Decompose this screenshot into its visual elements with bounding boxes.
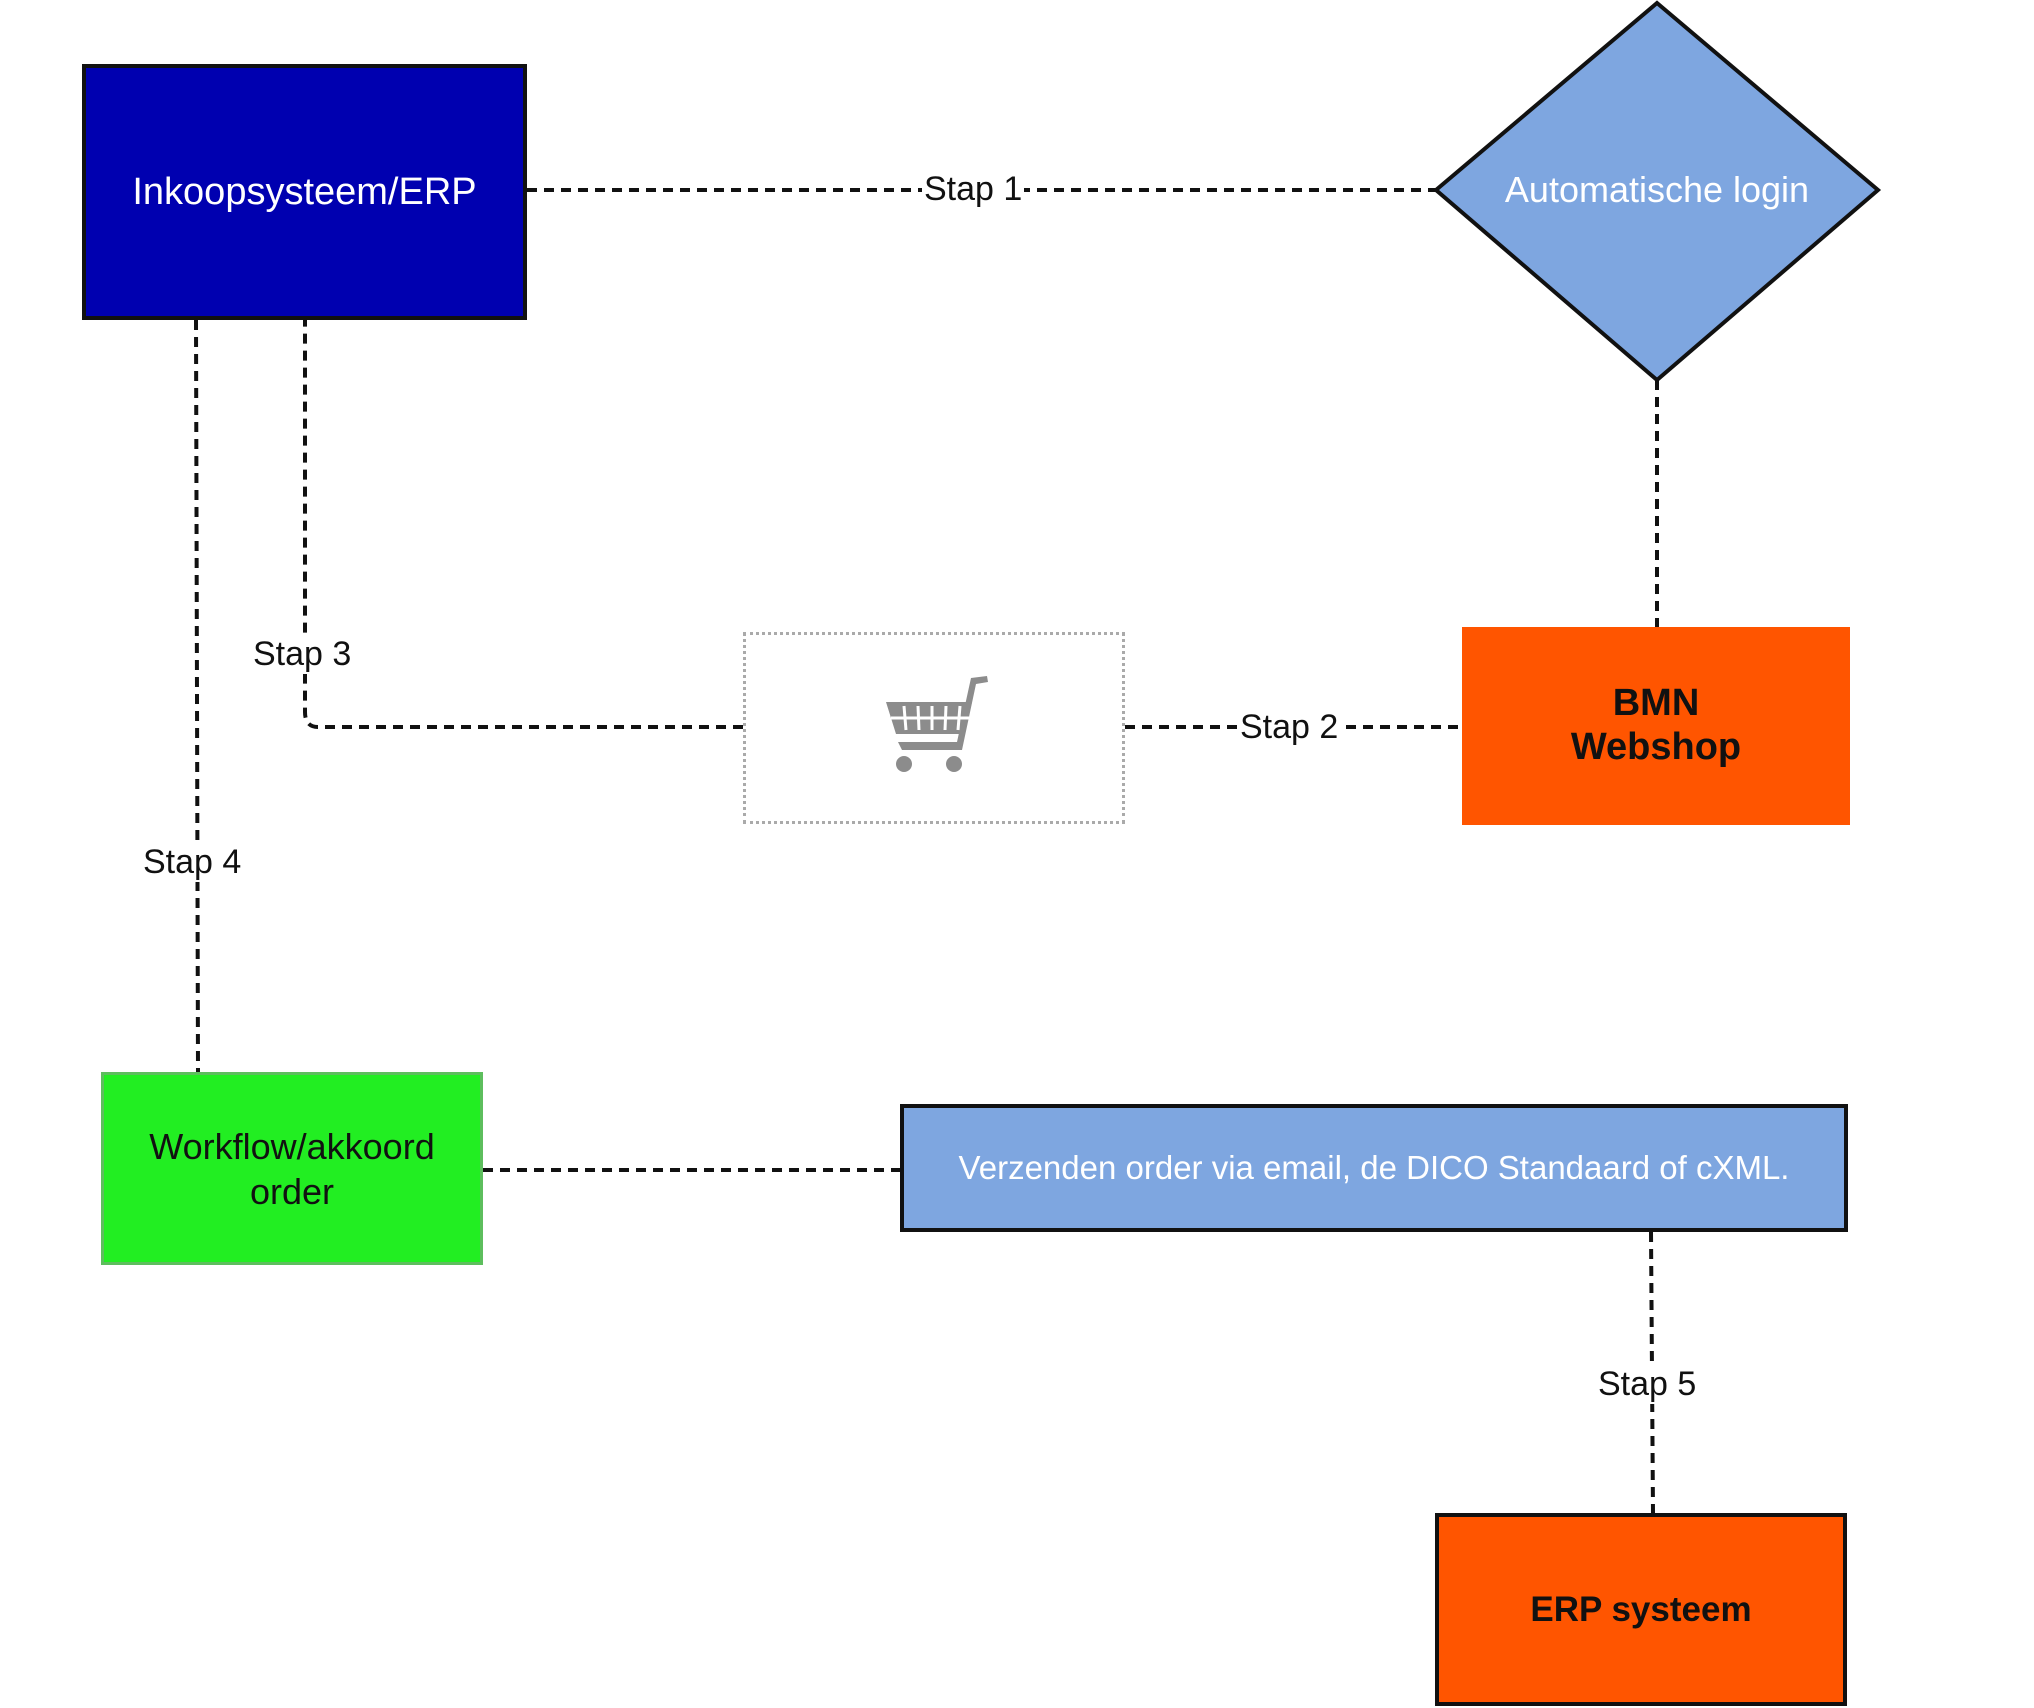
- connector-step3: [303, 320, 743, 729]
- webshop-node: BMN Webshop: [1462, 627, 1850, 825]
- login-node-label: Automatische login: [1504, 169, 1810, 210]
- connector-step4: [194, 319, 200, 1073]
- workflow-node: Workflow/akkoord order: [101, 1072, 483, 1265]
- webshop-node-label: BMN Webshop: [1570, 682, 1742, 768]
- erp-system-node: ERP systeem: [1435, 1513, 1847, 1706]
- erp-system-node-label: ERP systeem: [1530, 1589, 1752, 1629]
- step1-label: Stap 1: [922, 169, 1025, 209]
- login-diamond: [1432, 0, 1882, 383]
- send-order-node-label: Verzenden order via email, de DICO Stand…: [958, 1149, 1790, 1186]
- step3-label: Stap 3: [251, 634, 354, 674]
- cart-node: [743, 632, 1125, 824]
- step2-label: Stap 2: [1238, 707, 1341, 747]
- step5-label: Stap 5: [1596, 1364, 1699, 1404]
- erp-node-label: Inkoopsysteem/ERP: [132, 170, 477, 213]
- erp-node: Inkoopsysteem/ERP: [82, 64, 527, 320]
- send-order-node: Verzenden order via email, de DICO Stand…: [900, 1104, 1848, 1232]
- step4-label: Stap 4: [141, 842, 244, 882]
- shopping-cart-icon: [886, 676, 988, 772]
- workflow-node-label: Workflow/akkoord order: [149, 1125, 435, 1212]
